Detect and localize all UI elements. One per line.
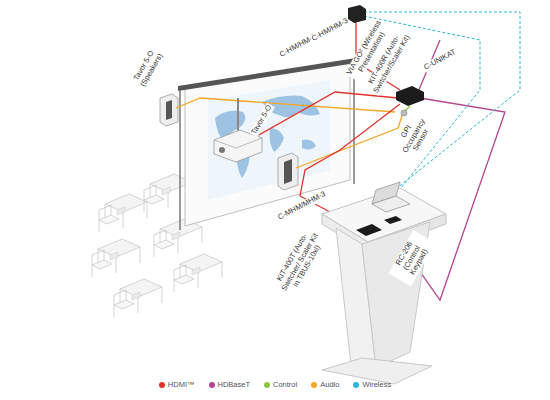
legend-text: HDMI™ (168, 380, 195, 389)
device-label: C-UNIKAT (422, 48, 459, 73)
illustration-part (154, 219, 202, 257)
illustration-part (364, 12, 520, 200)
illustration-part (237, 98, 239, 132)
illustration-part (302, 140, 316, 150)
legend-item: Audio (311, 380, 339, 389)
illustration-part (114, 279, 162, 317)
legend-text: Wireless (362, 380, 391, 389)
screen (178, 58, 356, 230)
illustration-part (372, 196, 410, 212)
illustration-part (176, 98, 395, 112)
illustration-part (174, 254, 222, 292)
device-label: GPI Occupancy Sensor (391, 110, 436, 163)
legend-swatch (209, 382, 215, 388)
illustration-part (353, 62, 355, 184)
illustration-part (166, 100, 172, 120)
illustration-part (185, 62, 350, 226)
legend-item: Control (264, 380, 297, 389)
illustration-part (214, 138, 262, 148)
illustration-part (278, 153, 298, 190)
legend-text: Audio (320, 380, 339, 389)
illustration-part (92, 239, 140, 277)
illustration-part (284, 159, 292, 184)
illustration-part (348, 5, 366, 23)
illustration-part (396, 86, 424, 106)
illustration-part (250, 92, 398, 140)
legend-text: HDBaseT (218, 380, 251, 389)
illustration-part (160, 94, 178, 126)
illustration-part (356, 224, 382, 236)
illustration-part (99, 194, 147, 232)
device-label: Tavor 5-O (Speakers) (128, 42, 168, 94)
device-label: C-HM/HM-3 (309, 16, 350, 43)
legend-text: Control (273, 380, 297, 389)
legend: HDMI™ HDBaseT Control Audio Wireless (0, 380, 550, 389)
illustration-part (401, 110, 407, 116)
illustration-part (296, 110, 404, 168)
illustration-part (364, 16, 480, 204)
legend-item: HDBaseT (209, 380, 251, 389)
speakers (160, 94, 298, 190)
legend-item: Wireless (353, 380, 391, 389)
device-label: KIT-400T (Auto-Switcher/ Scaler Kit in T… (271, 224, 329, 299)
illustration-part (384, 216, 402, 224)
legend-swatch (311, 382, 317, 388)
legend-swatch (159, 382, 165, 388)
legend-swatch (353, 382, 359, 388)
illustration-part (219, 147, 225, 153)
illustration-part (270, 128, 285, 152)
podium (322, 182, 446, 384)
illustration-part (179, 90, 181, 230)
legend-swatch (264, 382, 270, 388)
illustration-part (208, 80, 330, 200)
legend-item: HDMI™ (159, 380, 195, 389)
